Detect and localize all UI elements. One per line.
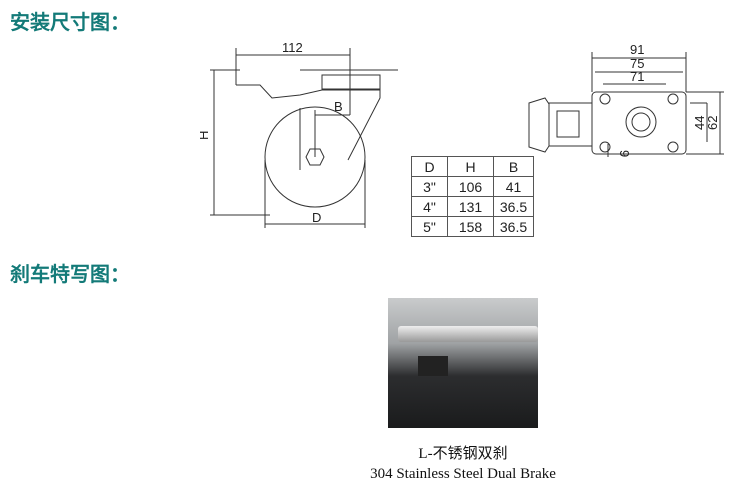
cell: 3" [411,176,448,197]
plate-height-44: 44 [692,116,707,130]
caption-chinese: L-不锈钢双刹 [418,446,508,462]
header-d: D [411,156,448,177]
cell: 158 [447,216,494,237]
diameter-label: D [312,210,321,225]
cell: 4" [411,196,448,217]
height-label: H [200,131,211,140]
cell: 36.5 [493,196,534,217]
cell: 41 [493,176,534,197]
install-dimensions-heading: 安装尺寸图： [10,10,130,34]
caption-english: 304 Stainless Steel Dual Brake [370,466,556,482]
cell: 36.5 [493,216,534,237]
caster-side-view-diagram: 112 H B D [200,40,398,228]
plate-width-71: 71 [630,69,644,84]
header-h: H [447,156,494,177]
cell: 5" [411,216,448,237]
cell: 131 [447,196,494,217]
mounting-plate-diagram: 91 75 71 44 62 9 [528,42,724,157]
plate-height-62: 62 [705,116,720,130]
width-label: 112 [282,40,303,55]
offset-label: B [334,99,343,114]
header-b: B [493,156,534,177]
brake-closeup-photo [388,298,538,428]
brake-closeup-heading: 刹车特写图： [10,262,130,286]
hole-size-9: 9 [617,150,632,157]
cell: 106 [447,176,494,197]
plate-width-91: 91 [630,42,644,57]
plate-width-75: 75 [630,56,644,71]
